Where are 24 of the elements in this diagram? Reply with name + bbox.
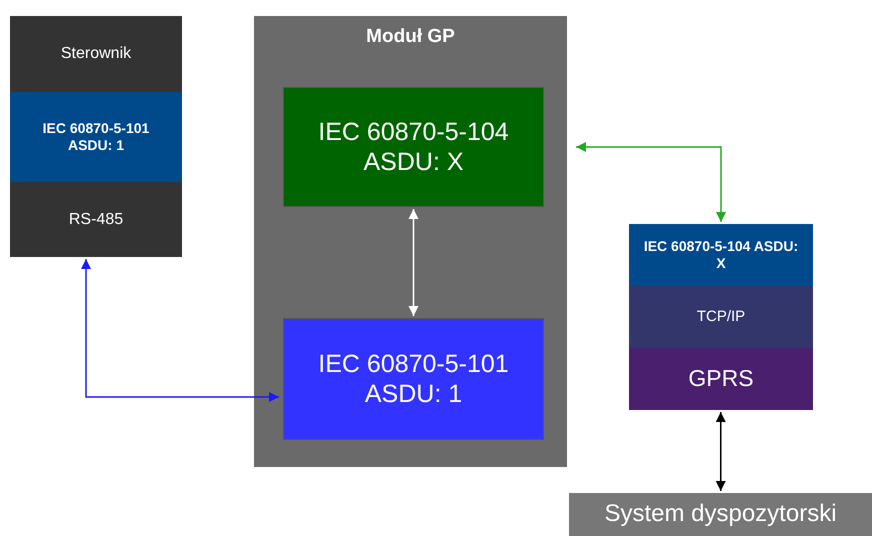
node-label: RS-485 [68,210,124,230]
double-arrow [408,209,418,316]
process-box [629,348,813,410]
node-label: Moduł GP [366,26,455,49]
double-arrow [576,142,726,222]
process-box [283,318,544,440]
process-box [629,286,813,348]
double-arrow [716,412,726,491]
node-label: System dyspozytorski [604,500,837,529]
process-box [10,92,182,182]
module-container [254,16,567,467]
process-box [569,493,872,536]
double-arrow [81,259,279,402]
node-label: TCP/IP [696,308,746,326]
node-label: IEC 60870-5-104 ASDU: X [642,238,800,272]
node-label: IEC 60870-5-101 ASDU: 1 [317,349,510,409]
node-label: IEC 60870-5-101 ASDU: 1 [42,120,150,154]
process-box [10,16,182,92]
process-box [283,87,544,207]
process-box [629,224,813,286]
process-box [10,182,182,257]
node-label: Sterownik [60,44,132,64]
node-label: GPRS [688,365,754,393]
node-label: IEC 60870-5-104 ASDU: X [317,117,510,177]
